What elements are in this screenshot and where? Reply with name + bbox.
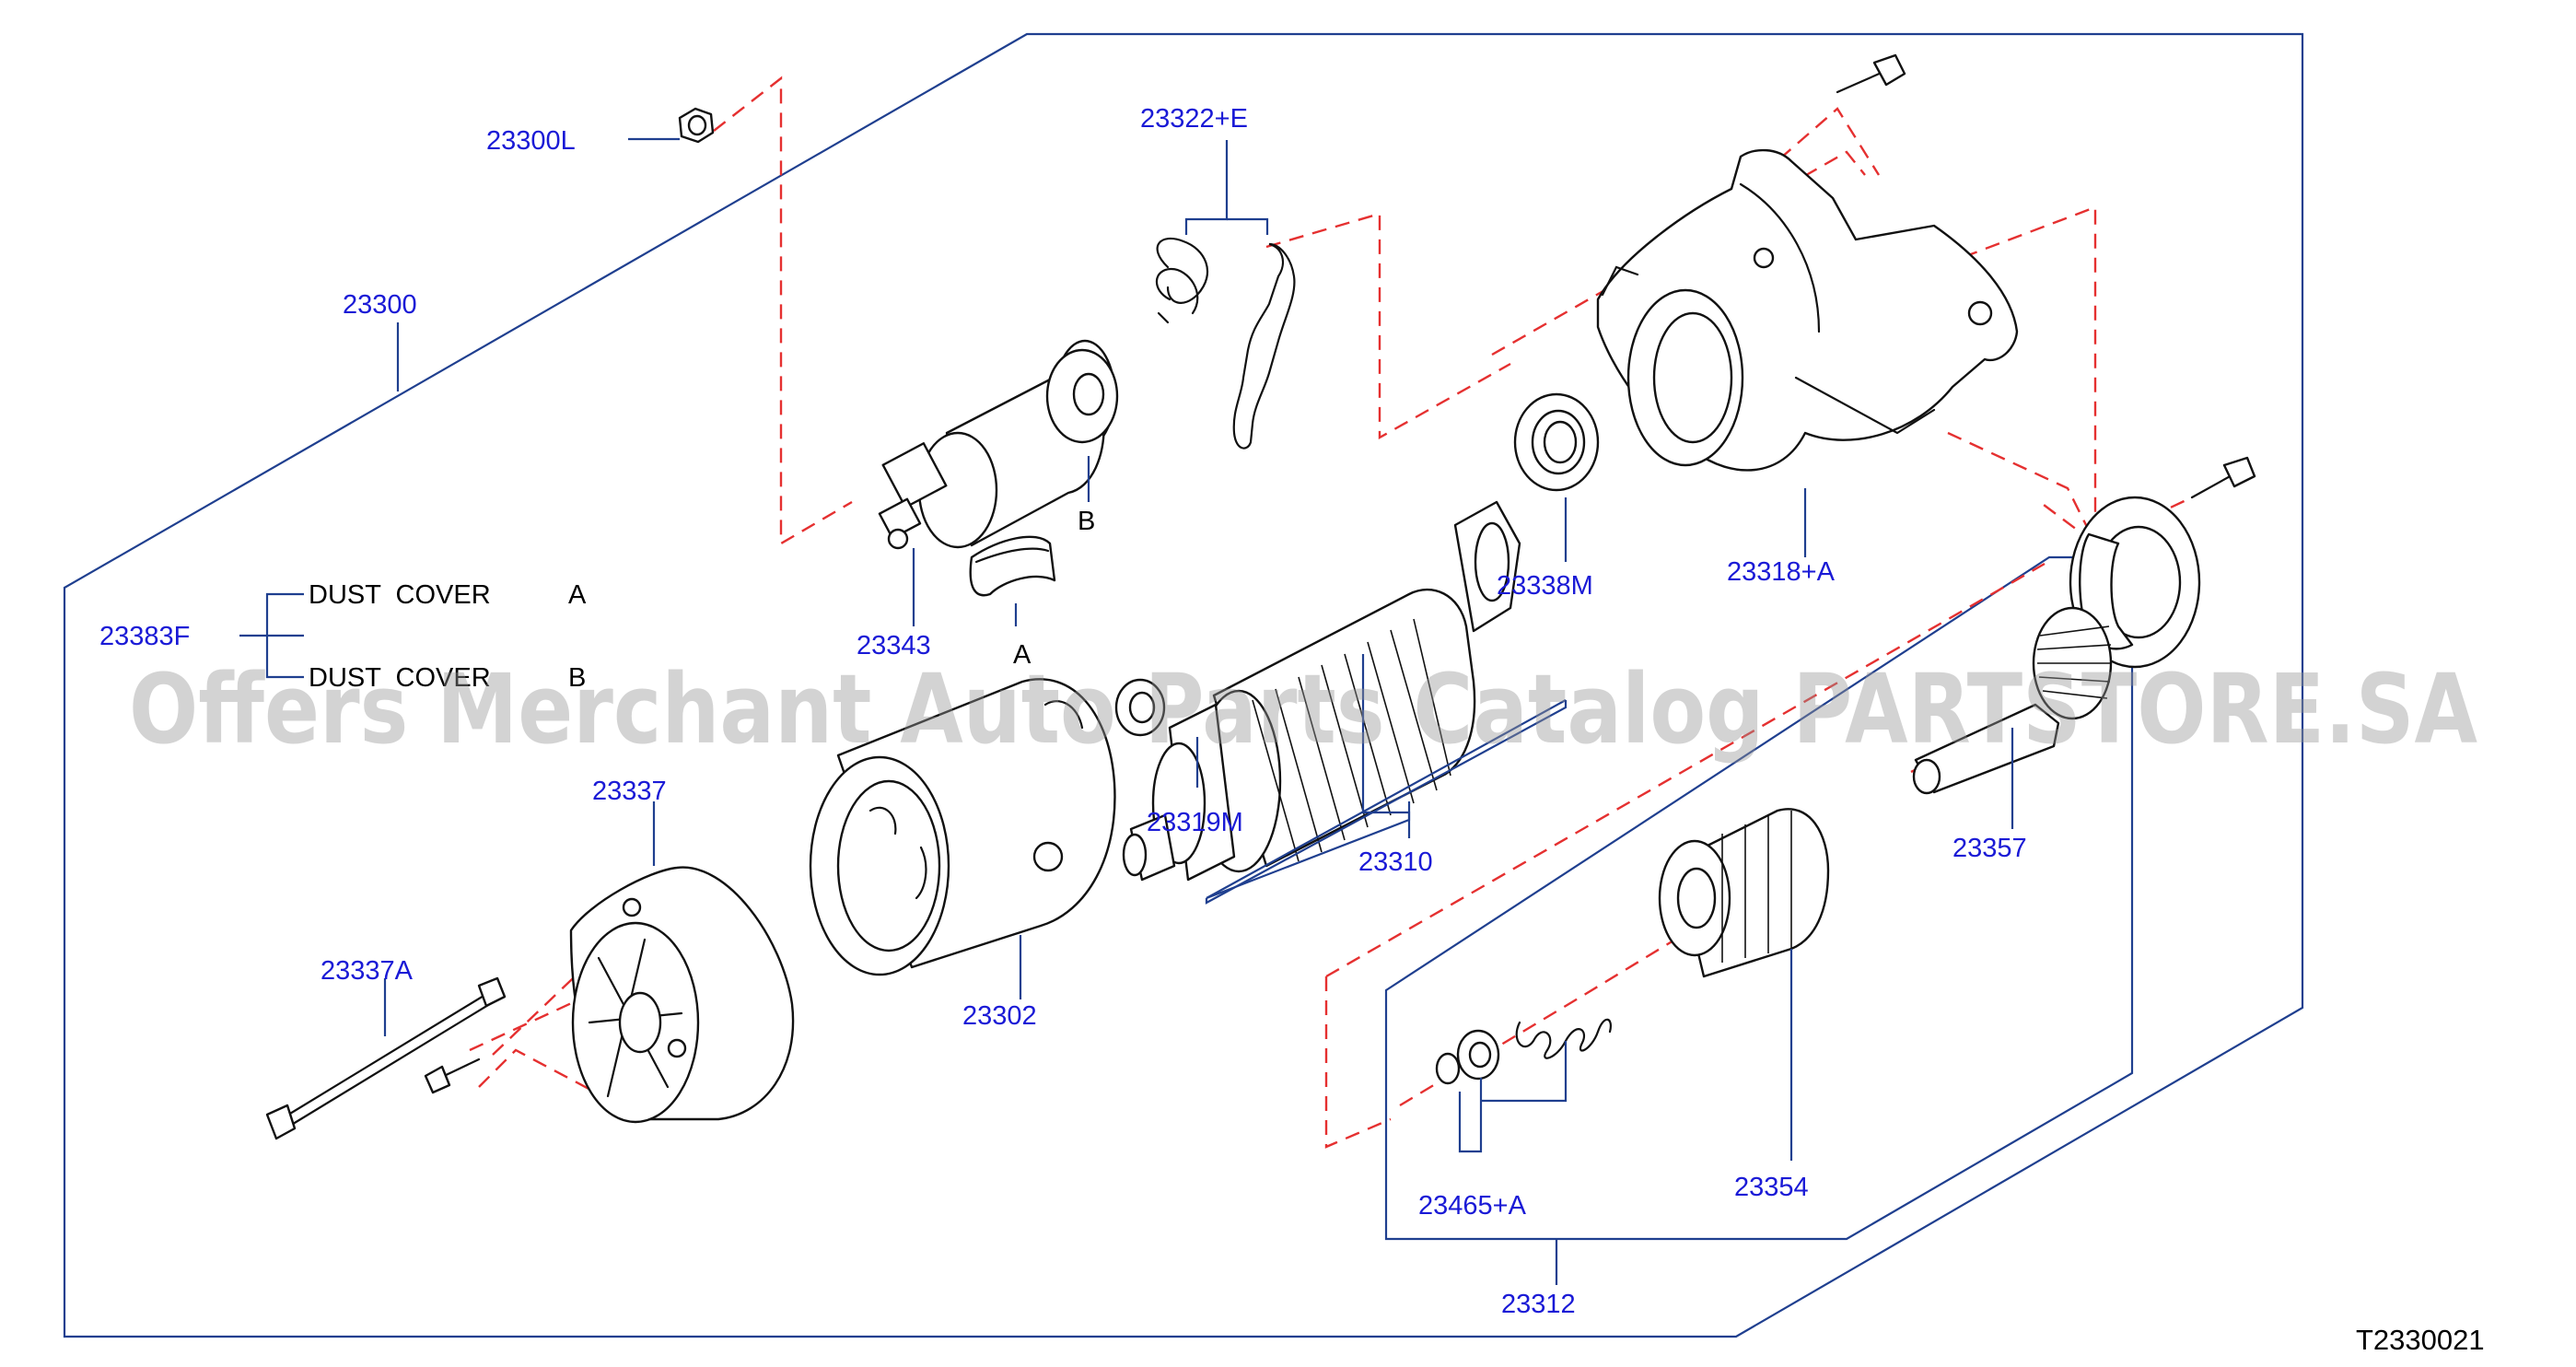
rear-cover-23337 — [569, 866, 795, 1124]
callout-23465a[interactable]: 23465+A — [1418, 1191, 1527, 1221]
callouts: 23300L 23322+E 23300 23383F DUST COVER A… — [99, 104, 2485, 1356]
watermark: Offers Merchant Auto Parts Catalog PARTS… — [129, 653, 2477, 765]
bolt-top-right — [1836, 53, 2256, 499]
callout-23337a[interactable]: 23337A — [321, 956, 414, 986]
callout-23318a[interactable]: 23318+A — [1727, 557, 1836, 587]
dust-cover-a-label: DUST COVER — [309, 580, 491, 610]
leader-lines — [239, 137, 2014, 1285]
through-bolt-23337a — [265, 976, 507, 1140]
callout-23319m[interactable]: 23319M — [1147, 808, 1243, 837]
callout-23337[interactable]: 23337 — [592, 777, 667, 806]
callout-23354[interactable]: 23354 — [1734, 1173, 1809, 1202]
pinion-shaft-23357 — [1912, 606, 2113, 795]
callout-23322e[interactable]: 23322+E — [1140, 104, 1248, 134]
callout-23338m[interactable]: 23338M — [1497, 571, 1593, 601]
dust-cover-a-part — [969, 535, 1056, 597]
callout-23312[interactable]: 23312 — [1501, 1290, 1576, 1319]
nut-23300l — [678, 107, 715, 144]
screw-lower-left — [424, 1057, 481, 1094]
bearing-23338m — [1513, 392, 1600, 492]
pinion-gear-23354 — [1658, 808, 1830, 978]
marker-b: B — [1078, 507, 1095, 536]
yoke-23302 — [809, 678, 1116, 976]
spring-clips-23322e — [1155, 237, 1296, 450]
callout-23357[interactable]: 23357 — [1952, 834, 2027, 863]
solenoid-23343 — [878, 339, 1119, 550]
dust-cover-a-suffix: A — [568, 580, 587, 610]
diagram-code: T2330021 — [2356, 1324, 2485, 1356]
spring-retainer-23465a — [1435, 1018, 1612, 1085]
callout-23343[interactable]: 23343 — [857, 631, 931, 660]
bearing-23319m — [1114, 678, 1166, 737]
assembly-frame-23312 — [1384, 555, 2134, 1241]
gear-housing-23318a — [1596, 148, 2019, 472]
assembly-frame-23300 — [63, 32, 2304, 1338]
callout-23300[interactable]: 23300 — [343, 290, 417, 320]
marker-a: A — [1013, 640, 1032, 670]
callout-23310[interactable]: 23310 — [1358, 847, 1433, 877]
dust-cover-b-label: DUST COVER — [309, 663, 491, 693]
dust-cover-b-suffix: B — [568, 663, 586, 693]
callout-23302[interactable]: 23302 — [962, 1001, 1037, 1031]
callout-23383f[interactable]: 23383F — [99, 622, 190, 651]
callout-23300l[interactable]: 23300L — [486, 126, 576, 156]
armature-23310 — [1122, 500, 1521, 882]
